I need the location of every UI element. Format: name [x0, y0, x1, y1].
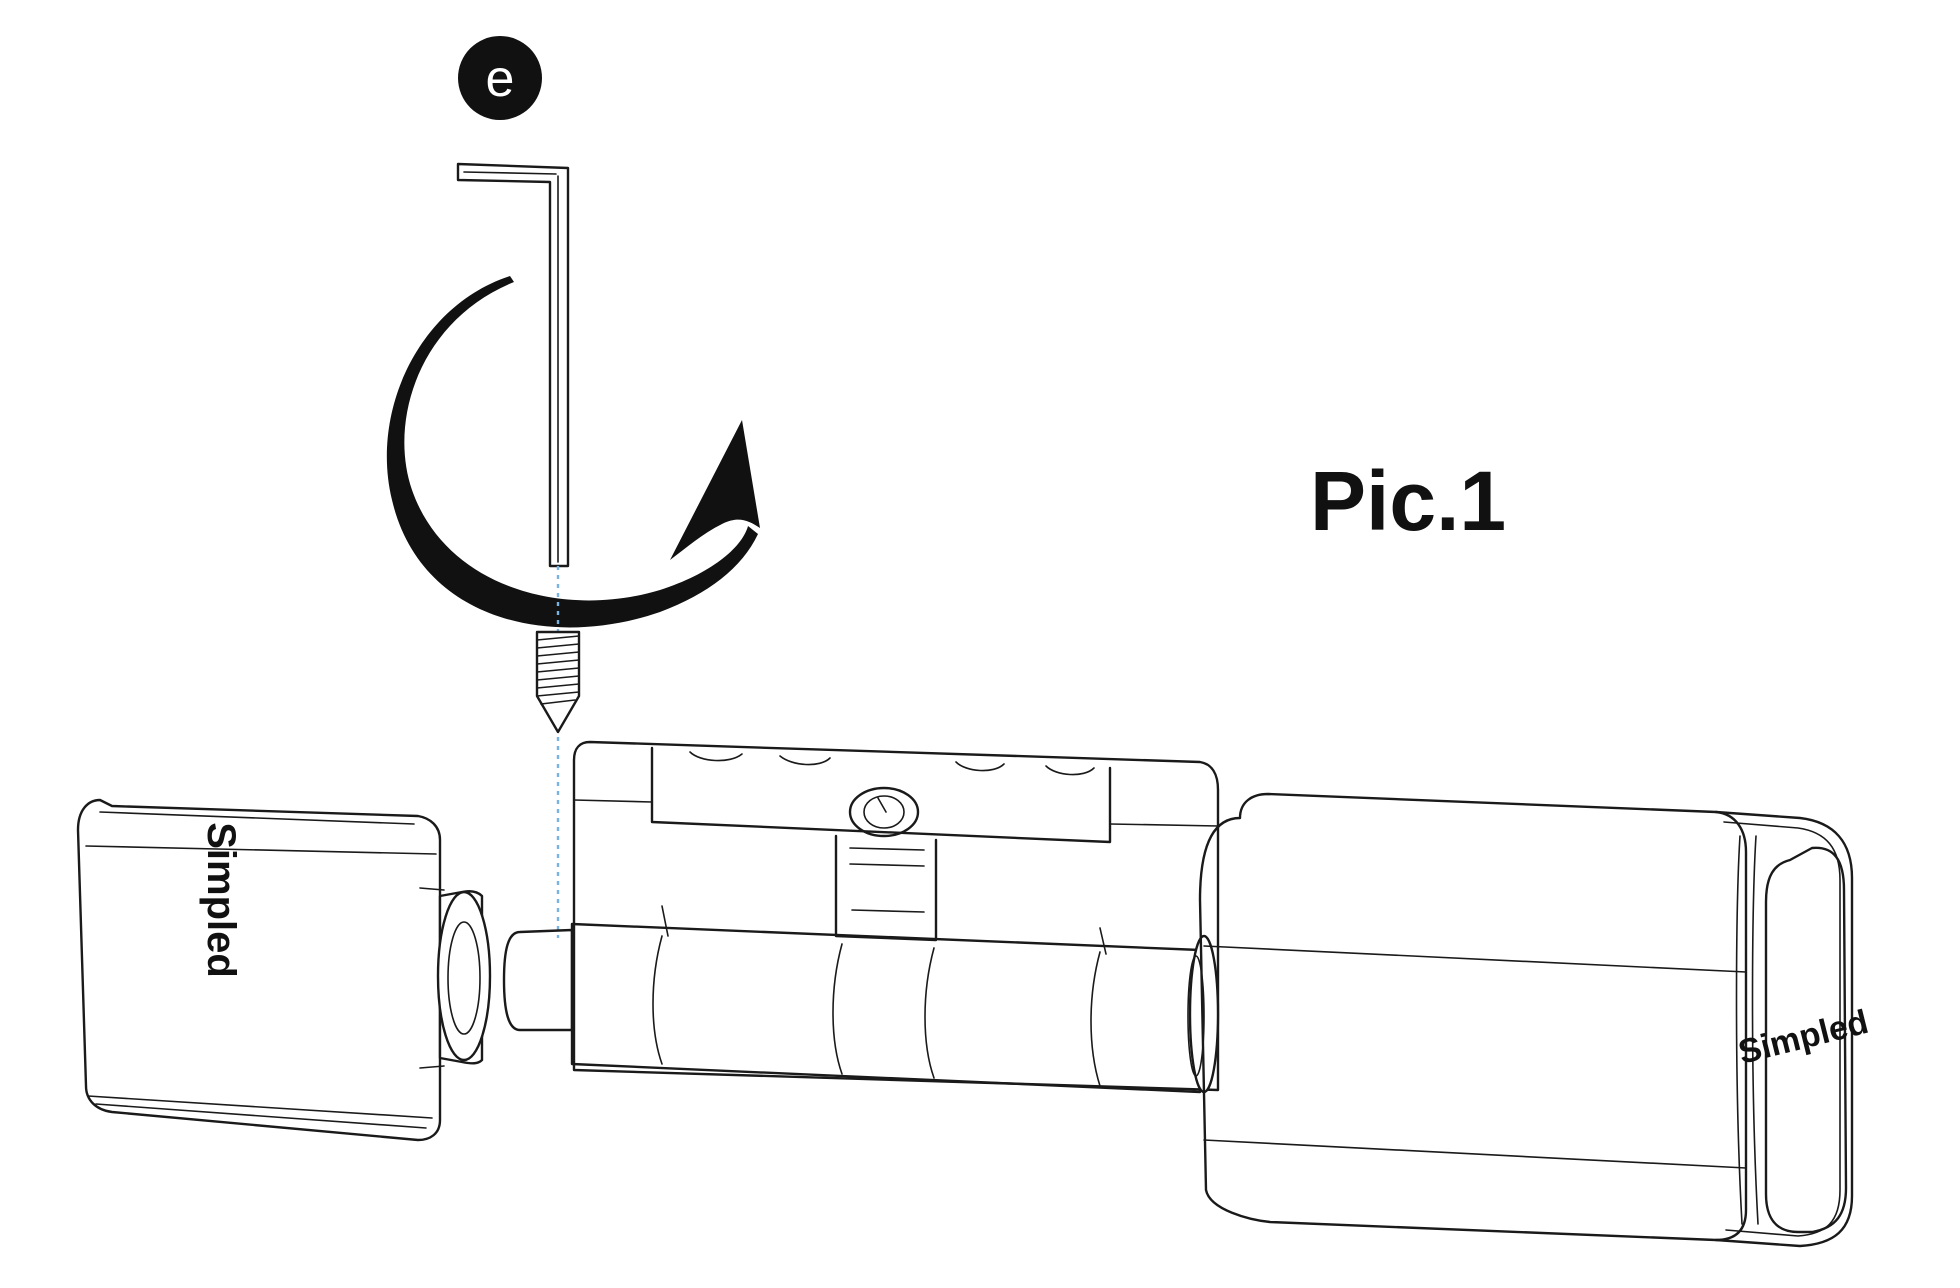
lock-cylinder: [502, 740, 1220, 1094]
allen-key-icon: [456, 162, 570, 568]
clockwise-arrow-icon: [386, 276, 760, 628]
set-screw-icon: [535, 630, 581, 734]
left-knob-brand: Simpled: [199, 822, 243, 978]
picture-label: Pic.1: [1310, 454, 1506, 548]
left-knob: Simpled: [76, 798, 492, 1142]
right-smart-knob: Simpled: [1198, 792, 1872, 1248]
step-badge-letter: e: [486, 50, 515, 108]
step-badge: e: [458, 36, 542, 120]
